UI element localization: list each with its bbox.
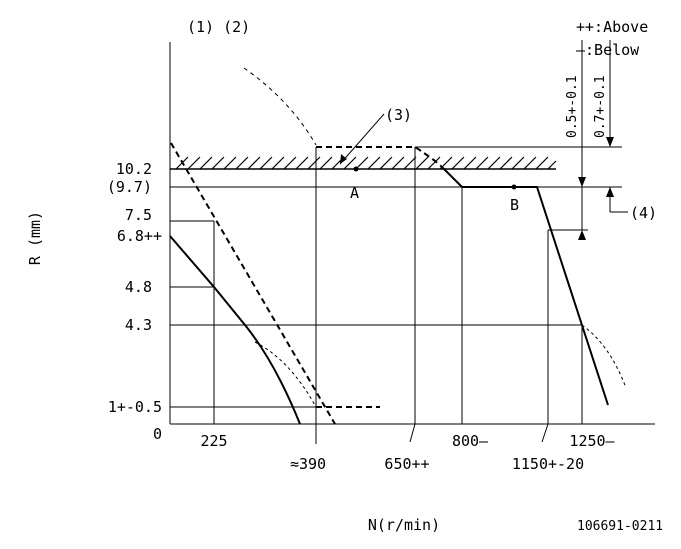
tick-leader-650: [409, 423, 416, 443]
x-tick-label: 1250—: [569, 432, 615, 450]
upper-dashed-segment: [316, 146, 444, 169]
dim-0-5-label: 0.5+-0.1: [565, 75, 580, 138]
curve-right-dashed: [581, 324, 627, 389]
curve-start-dashed: [243, 67, 317, 146]
y-tick-label: 4.8: [125, 278, 152, 296]
governor-solid-curve: [442, 167, 609, 406]
callout-3-label: (3): [385, 106, 412, 124]
y-tick-label: 10.2: [116, 160, 152, 178]
x-tick-label: 1150+-20: [512, 455, 584, 473]
callout-3-arrow: [340, 154, 347, 164]
y-tick-label: 0: [153, 425, 162, 443]
y-tick-label: 7.5: [125, 206, 152, 224]
y-tick-label: 6.8++: [117, 227, 162, 245]
drawing-code: 106691-0211: [577, 519, 663, 534]
dim-0-7-label: 0.7+-0.1: [593, 75, 608, 138]
y-tick-label: 4.3: [125, 316, 152, 334]
x-tick-label: 650++: [384, 455, 429, 473]
point-b-marker: [511, 184, 517, 190]
dim-0-5-arrow-bottom: [578, 230, 586, 240]
x-axis-title: N(r/min): [368, 516, 440, 534]
curve-lower-solid: [169, 235, 301, 425]
dim-0-7-arrow-top: [606, 137, 614, 147]
dim-0-5-arrow-top: [578, 177, 586, 187]
x-tick-label: 225: [200, 432, 227, 450]
point-a-label: A: [350, 184, 359, 202]
y-tick-label: (9.7): [107, 178, 152, 196]
callout-4-label: (4): [630, 204, 657, 222]
point-b-label: B: [510, 196, 519, 214]
legend-above: ++:Above: [576, 18, 648, 36]
hatched-limit-band: [170, 156, 557, 170]
tick-leader-1150: [541, 423, 549, 443]
legend-below: —:Below: [576, 41, 640, 59]
top-axis-label: (1) (2): [187, 18, 250, 36]
dim-0-7-arrow-bottom: [606, 187, 614, 197]
x-tick-label: 800—: [452, 432, 489, 450]
point-a-marker: [353, 166, 359, 172]
y-tick-label: 1+-0.5: [108, 398, 162, 416]
x-tick-label: ≈390: [290, 455, 326, 473]
curve-upper-dashed: [170, 142, 336, 425]
curve-small-dashed: [254, 341, 317, 408]
y-axis-title: R (mm): [26, 211, 44, 265]
callout-3-leader: [339, 113, 385, 165]
